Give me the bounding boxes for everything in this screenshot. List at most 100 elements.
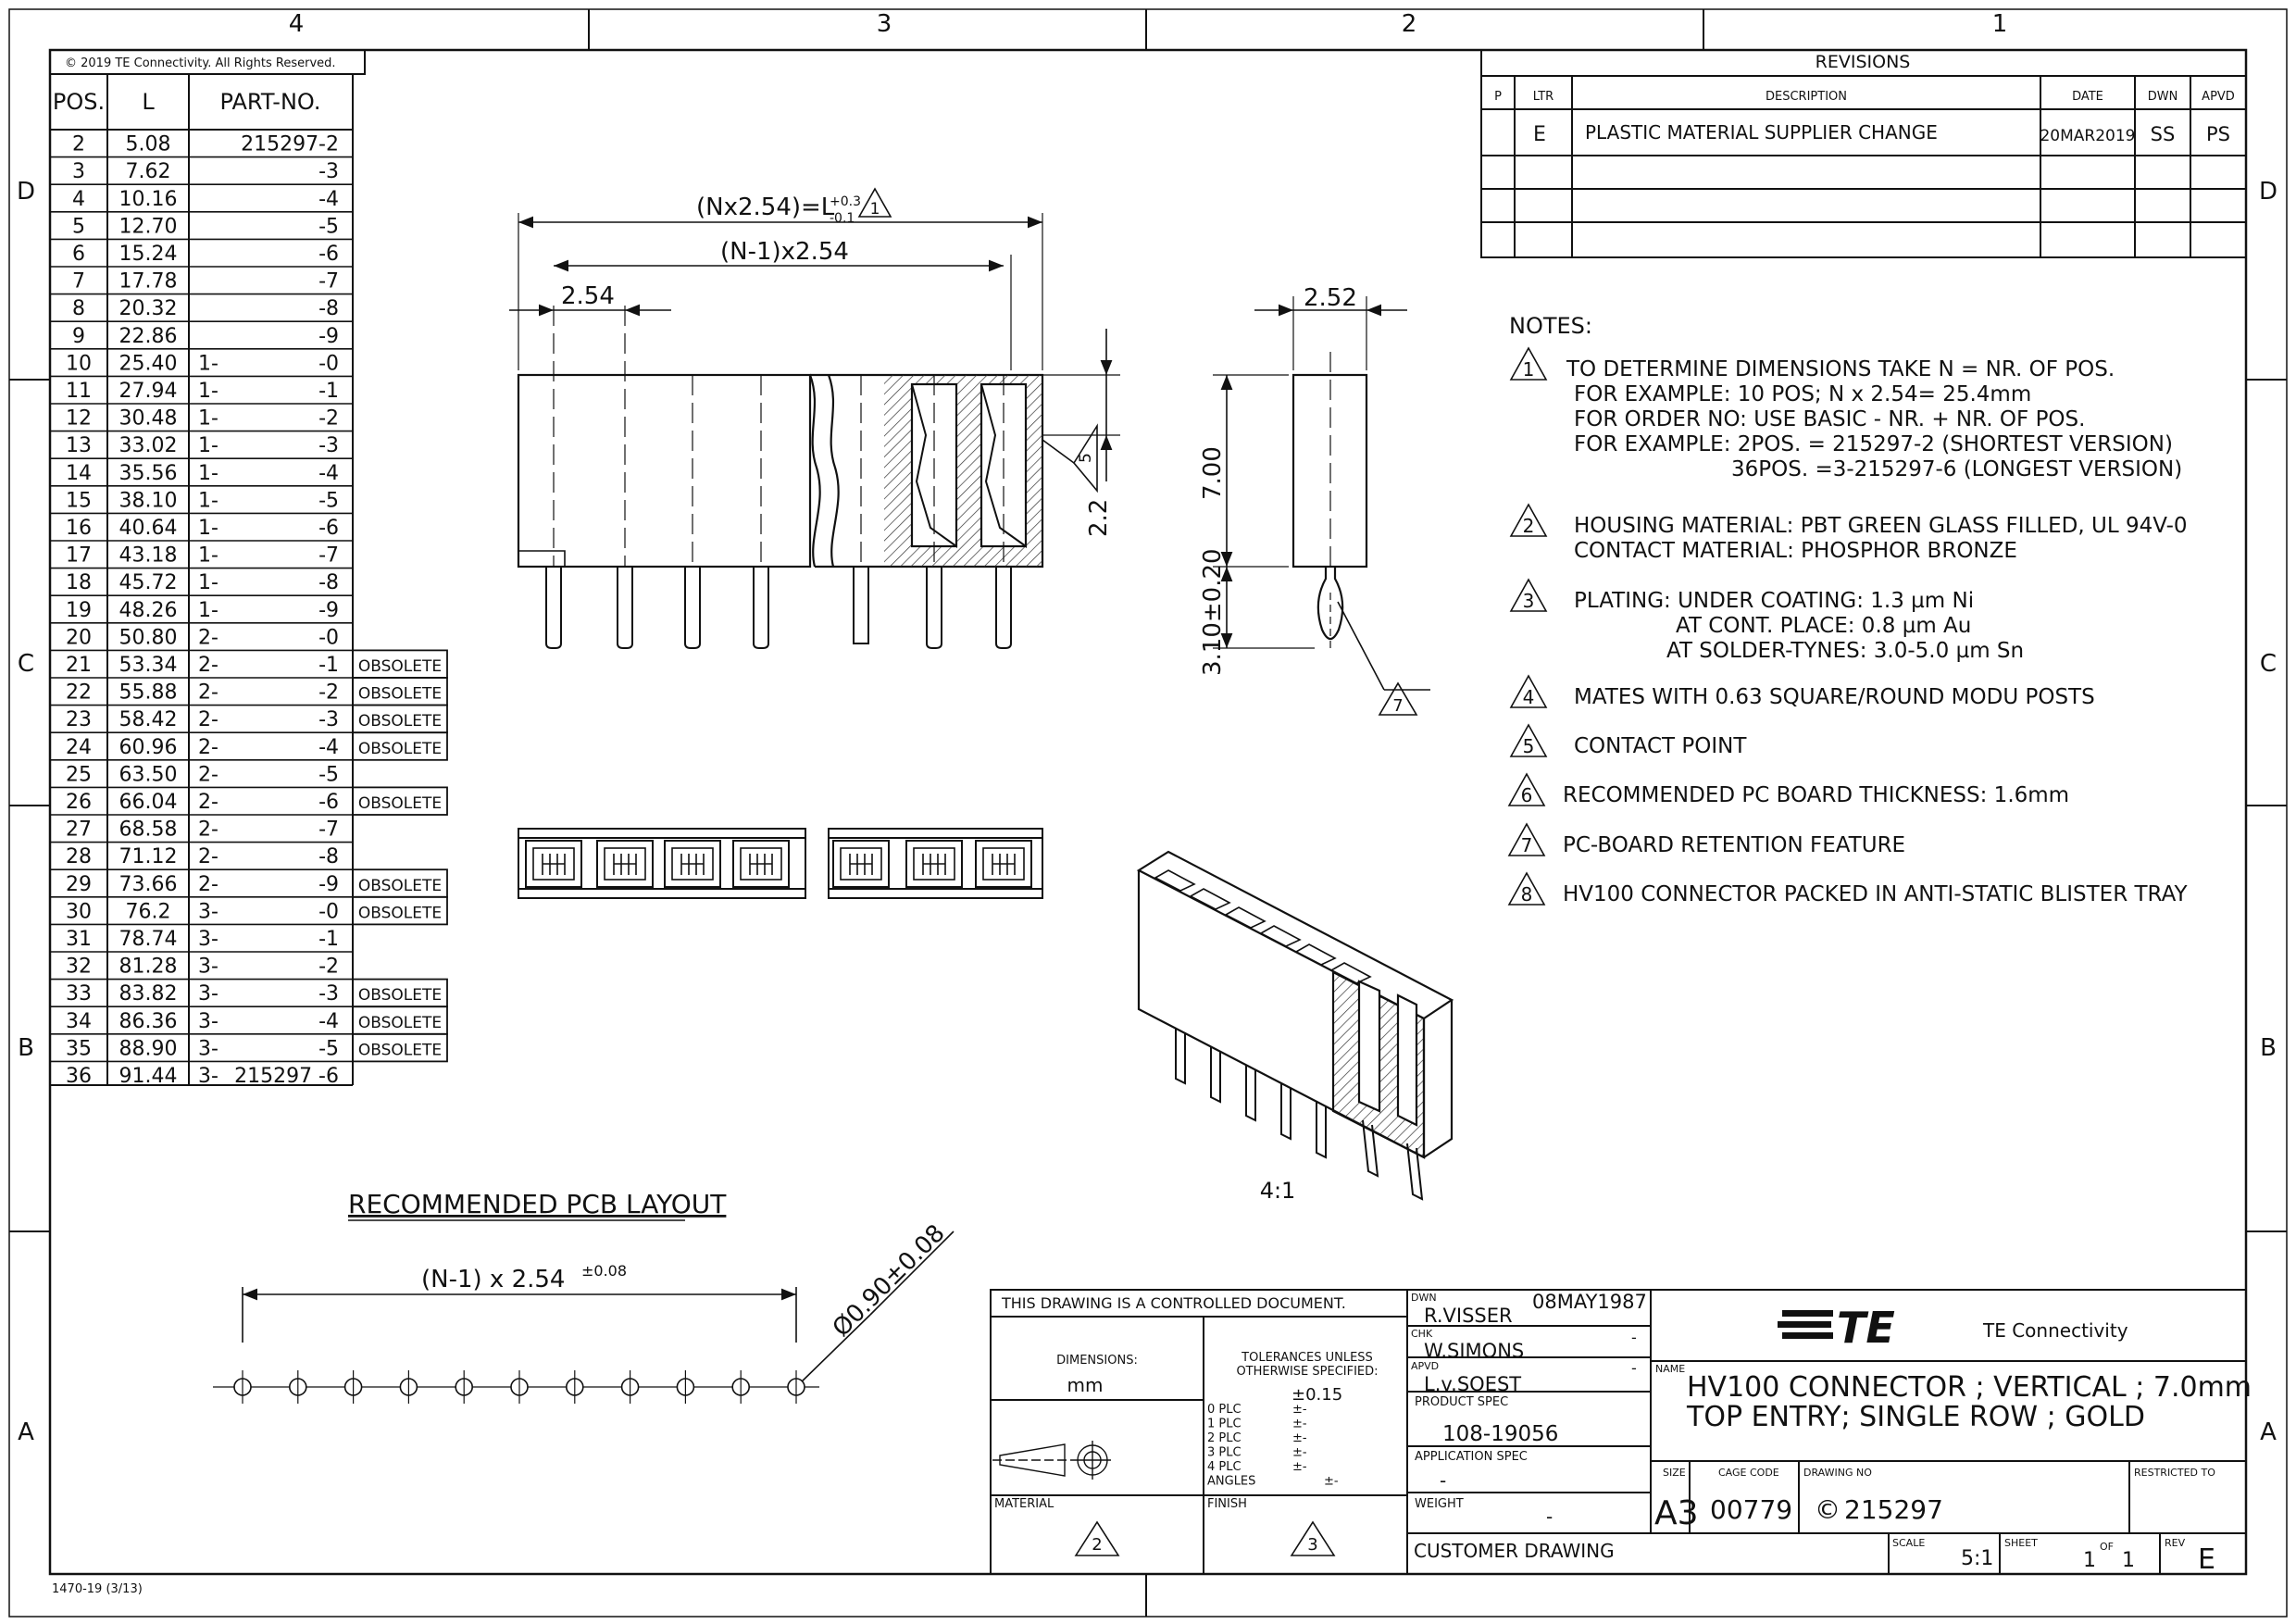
partno-prefix-cell: 1-: [198, 380, 218, 403]
length-cell: 5.08: [126, 133, 171, 156]
zone-labels: 4 3 2 1 D C B A D C B A: [17, 10, 2277, 1446]
zone-top-1: 1: [1992, 10, 2008, 38]
material-note-flag: [1074, 1520, 1120, 1556]
note-flag-icon: [1507, 822, 1546, 856]
partno-cell: -5: [318, 763, 339, 786]
partno-prefix-cell: 1-: [198, 352, 218, 375]
partno-prefix-cell: 1-: [198, 599, 218, 622]
partno-cell: -8: [318, 571, 339, 594]
note-text: FOR EXAMPLE: 10 POS; N x 2.54= 25.4mm: [1574, 382, 2031, 406]
partno-prefix-cell: 2-: [198, 763, 218, 786]
pcb-layout-title: RECOMMENDED PCB LAYOUT: [348, 1189, 727, 1219]
length-cell: 63.50: [119, 763, 178, 786]
note-5-flag-label: 5: [1077, 453, 1095, 463]
pos-cell: 31: [66, 928, 92, 951]
pos-cell: 32: [66, 956, 92, 979]
pcb-hole: [676, 1370, 695, 1404]
pos-cell: 9: [72, 325, 85, 348]
rev-col-date: DATE: [2072, 90, 2103, 104]
place-tolerance-list: 0 PLC±-1 PLC±-2 PLC±-3 PLC±-4 PLC±-ANGLE…: [1207, 1403, 1339, 1489]
material-note-ref: 2: [1092, 1535, 1102, 1555]
chk-date: -: [1631, 1329, 1637, 1346]
rev-label: REV: [2165, 1537, 2186, 1549]
product-spec-label: PRODUCT SPEC: [1415, 1395, 1508, 1409]
partno-cell: -3: [318, 708, 339, 731]
length-cell: 45.72: [119, 571, 178, 594]
obsolete-label: OBSOLETE: [358, 904, 442, 922]
place-label: 3 PLC: [1207, 1446, 1242, 1460]
name-label: NAME: [1655, 1363, 1685, 1375]
company-name: TE Connectivity: [1982, 1319, 2128, 1342]
apvd-date: -: [1631, 1359, 1637, 1377]
pos-cell: 36: [66, 1065, 92, 1088]
note-number: 1: [1523, 358, 1535, 381]
cage-code-label: CAGE CODE: [1718, 1467, 1779, 1479]
obsolete-label: OBSOLETE: [358, 685, 442, 704]
contact-cavity: [732, 840, 790, 888]
partno-prefix-cell: 3-: [198, 1065, 218, 1088]
finish-note-flag: [1290, 1520, 1336, 1556]
product-spec: 108-19056: [1442, 1422, 1558, 1446]
drawing-number: 215297: [1844, 1494, 1943, 1525]
note-number: 2: [1523, 515, 1535, 537]
pos-cell: 35: [66, 1037, 92, 1060]
application-spec-label: APPLICATION SPEC: [1415, 1450, 1528, 1464]
title-block: THIS DRAWING IS A CONTROLLED DOCUMENT. D…: [990, 1289, 2252, 1576]
note-text: CONTACT MATERIAL: PHOSPHOR BRONZE: [1574, 539, 2017, 563]
partno-prefix-cell: 2-: [198, 818, 218, 842]
pos-cell: 10: [66, 352, 92, 375]
obsolete-label: OBSOLETE: [358, 794, 442, 813]
pos-cell: 14: [66, 462, 92, 485]
partno-prefix-cell: 1-: [198, 517, 218, 540]
tail-length-dim: 3.10±0.20: [1199, 548, 1227, 676]
tolerance-main: ±0.15: [1292, 1385, 1342, 1405]
pcb-hole: [565, 1370, 584, 1404]
zone-top-4: 4: [289, 10, 305, 38]
partno-prefix-cell: 1-: [198, 462, 218, 485]
place-label: ANGLES: [1207, 1475, 1255, 1489]
material-label: MATERIAL: [994, 1497, 1054, 1511]
length-cell: 38.10: [119, 489, 178, 512]
product-name-line-2: TOP ENTRY; SINGLE ROW ; GOLD: [1686, 1401, 2145, 1433]
partno-cell: -4: [318, 462, 339, 485]
zone-top-2: 2: [1402, 10, 1417, 38]
pos-cell: 33: [66, 982, 92, 1006]
length-cell: 60.96: [119, 736, 178, 759]
pos-cell: 12: [66, 407, 92, 431]
apvd-name: L.v.SOEST: [1424, 1373, 1521, 1395]
note-1-flag-label: 1: [870, 200, 880, 219]
partno-cell: -3: [318, 434, 339, 457]
partno-prefix-cell: 1-: [198, 434, 218, 457]
pcb-hole: [731, 1370, 751, 1404]
partno-prefix-cell: 2-: [198, 626, 218, 649]
note-1-flag: [857, 187, 892, 218]
pos-cell: 20: [66, 626, 92, 649]
zone-side-a-right: A: [2260, 1418, 2277, 1446]
length-cell: 48.26: [119, 599, 178, 622]
obsolete-label: OBSOLETE: [358, 986, 442, 1005]
partno-prefix-cell: 1-: [198, 544, 218, 568]
sheet-value: 1: [2083, 1549, 2096, 1572]
pos-cell: 21: [66, 654, 92, 677]
isometric-view: [1136, 850, 1454, 1201]
top-view: [518, 828, 1043, 899]
length-cell: 76.2: [126, 900, 171, 923]
revisions-title: REVISIONS: [1816, 52, 1911, 72]
note-text: PLATING: UNDER COATING: 1.3 µm Ni: [1574, 589, 1974, 613]
zone-side-b-left: B: [18, 1034, 34, 1062]
rev-description: PLASTIC MATERIAL SUPPLIER CHANGE: [1585, 121, 1938, 144]
copyright-text: © 2019 TE Connectivity. All Rights Reser…: [65, 56, 336, 70]
